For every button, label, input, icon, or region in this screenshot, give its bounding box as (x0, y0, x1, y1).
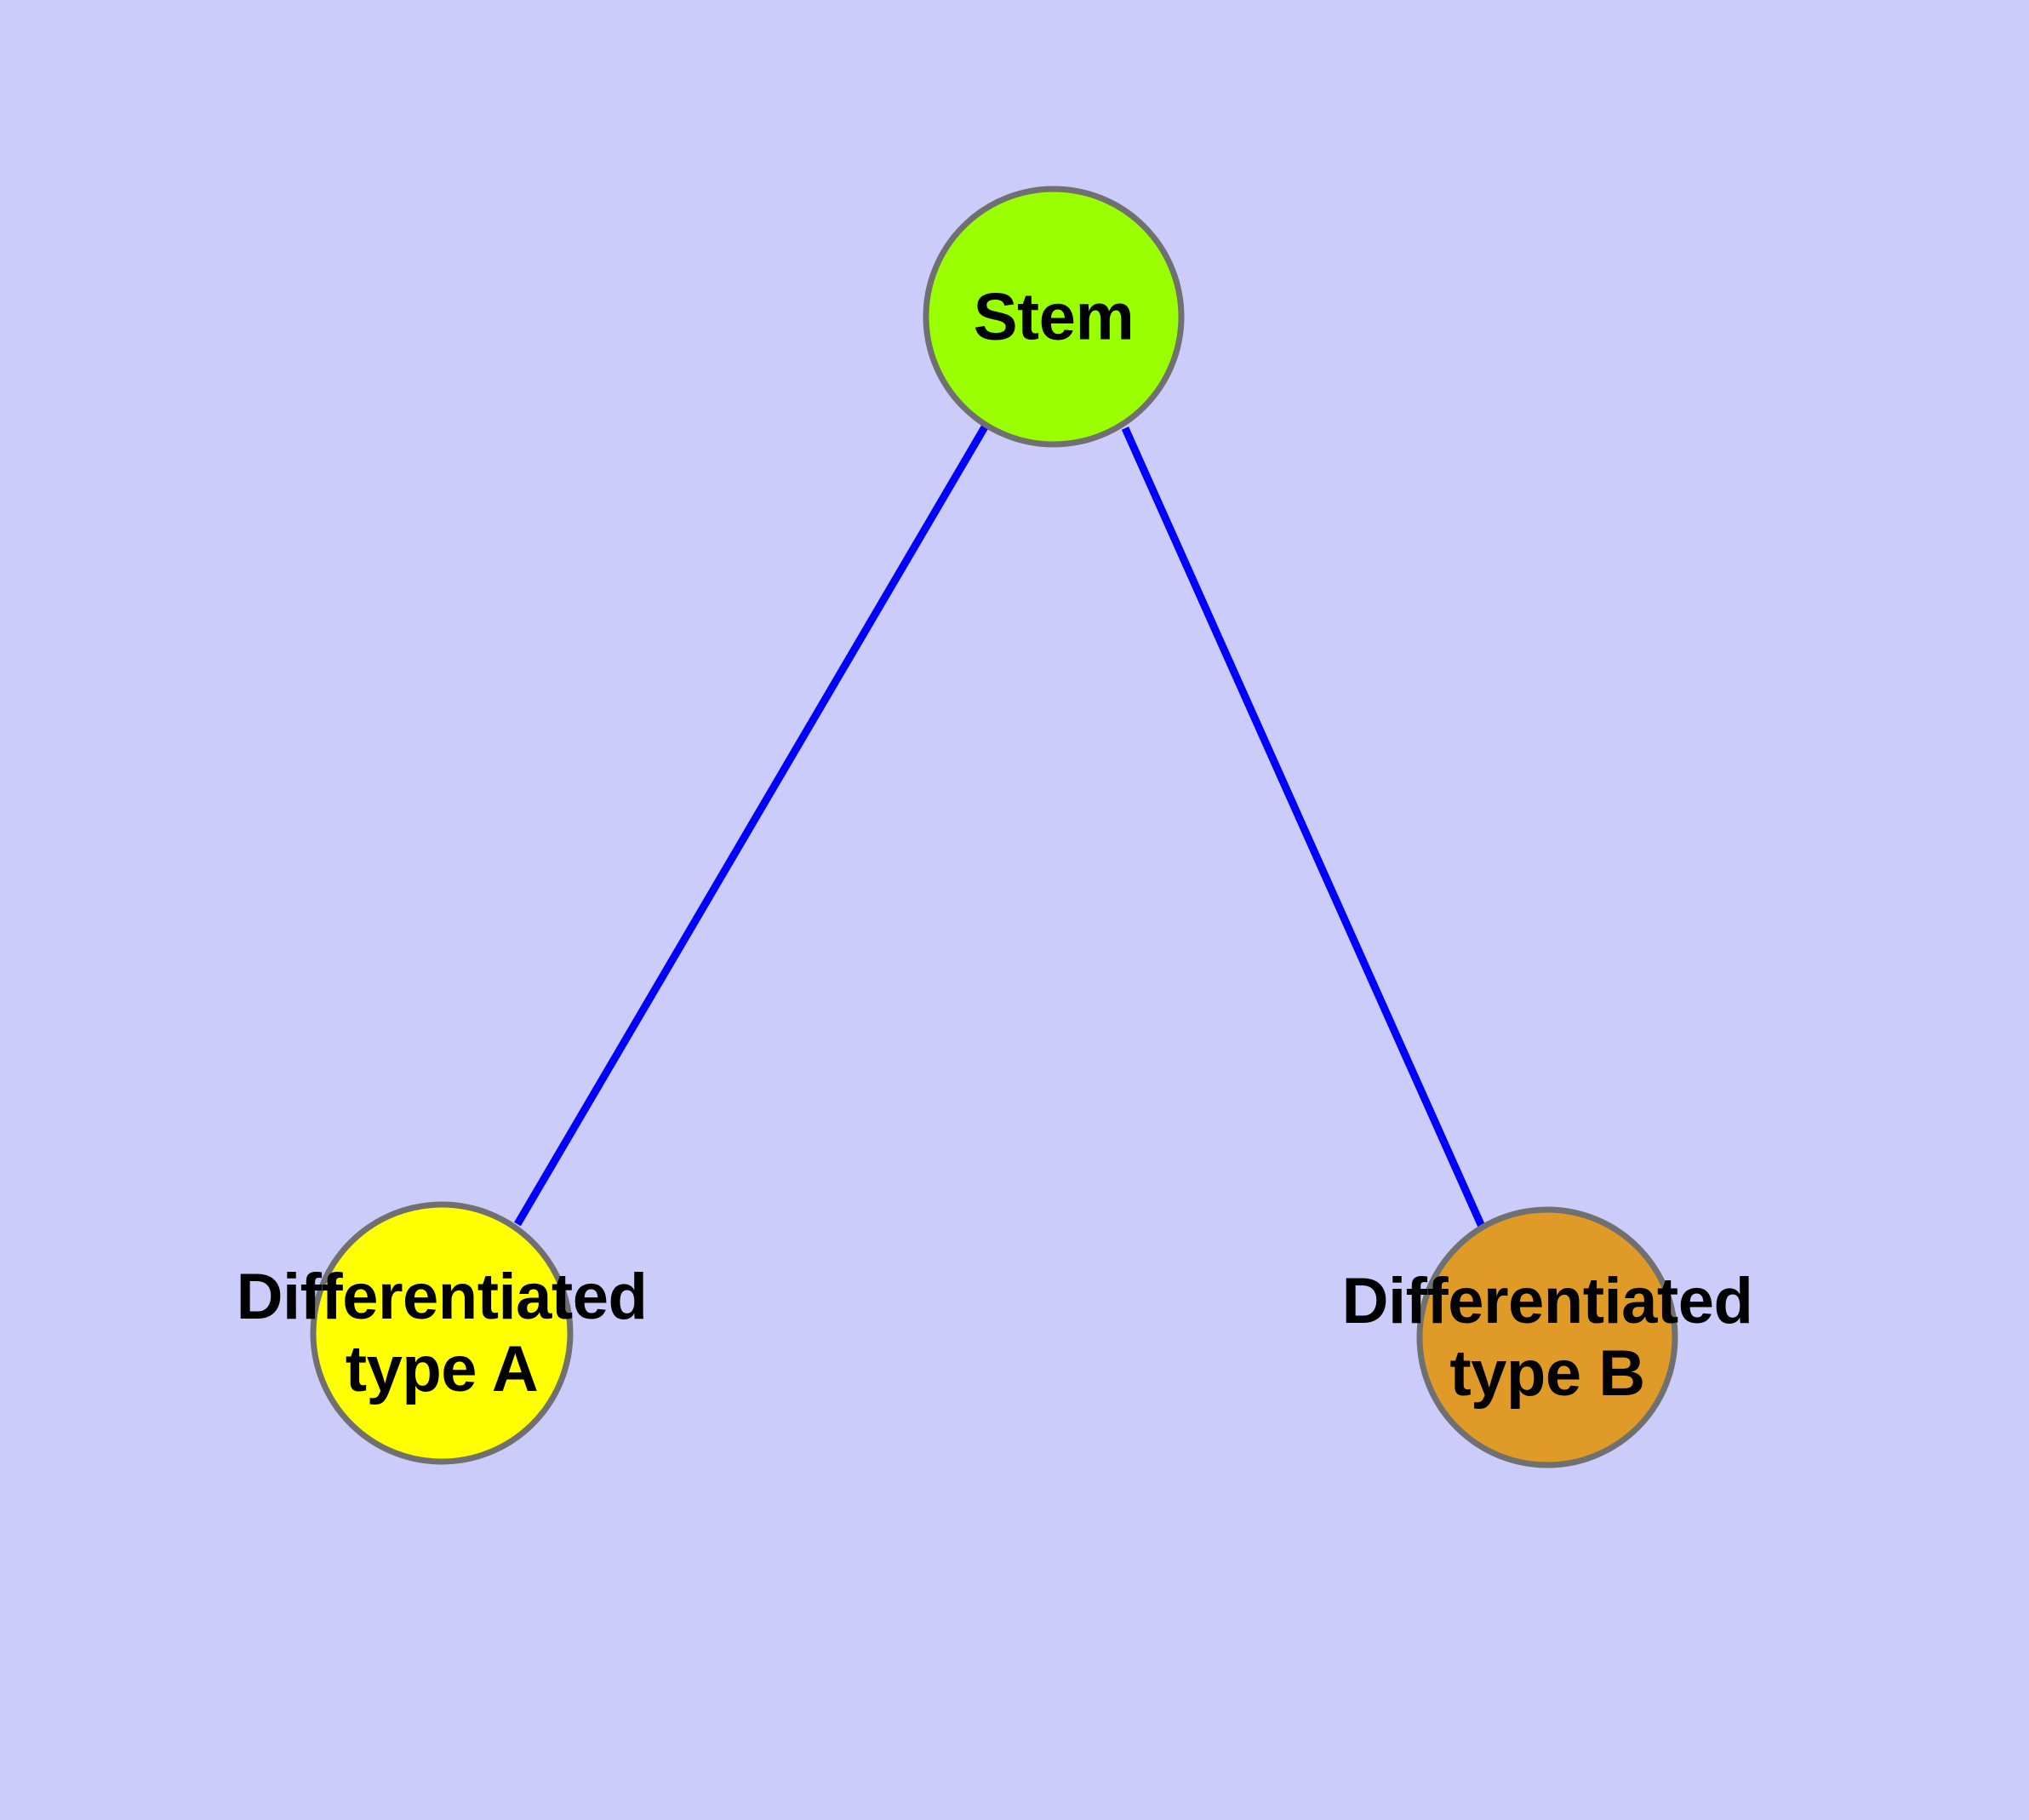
node-differentiated-type-a[interactable] (310, 1201, 574, 1465)
node-stem[interactable] (923, 186, 1185, 448)
node-differentiated-type-b[interactable] (1416, 1206, 1678, 1468)
nodes-group (310, 186, 1678, 1468)
edge-stem-to-differentiated-type-a[interactable] (514, 423, 989, 1227)
edges-group (514, 423, 1487, 1230)
edge-stem-to-differentiated-type-b[interactable] (1121, 426, 1487, 1230)
